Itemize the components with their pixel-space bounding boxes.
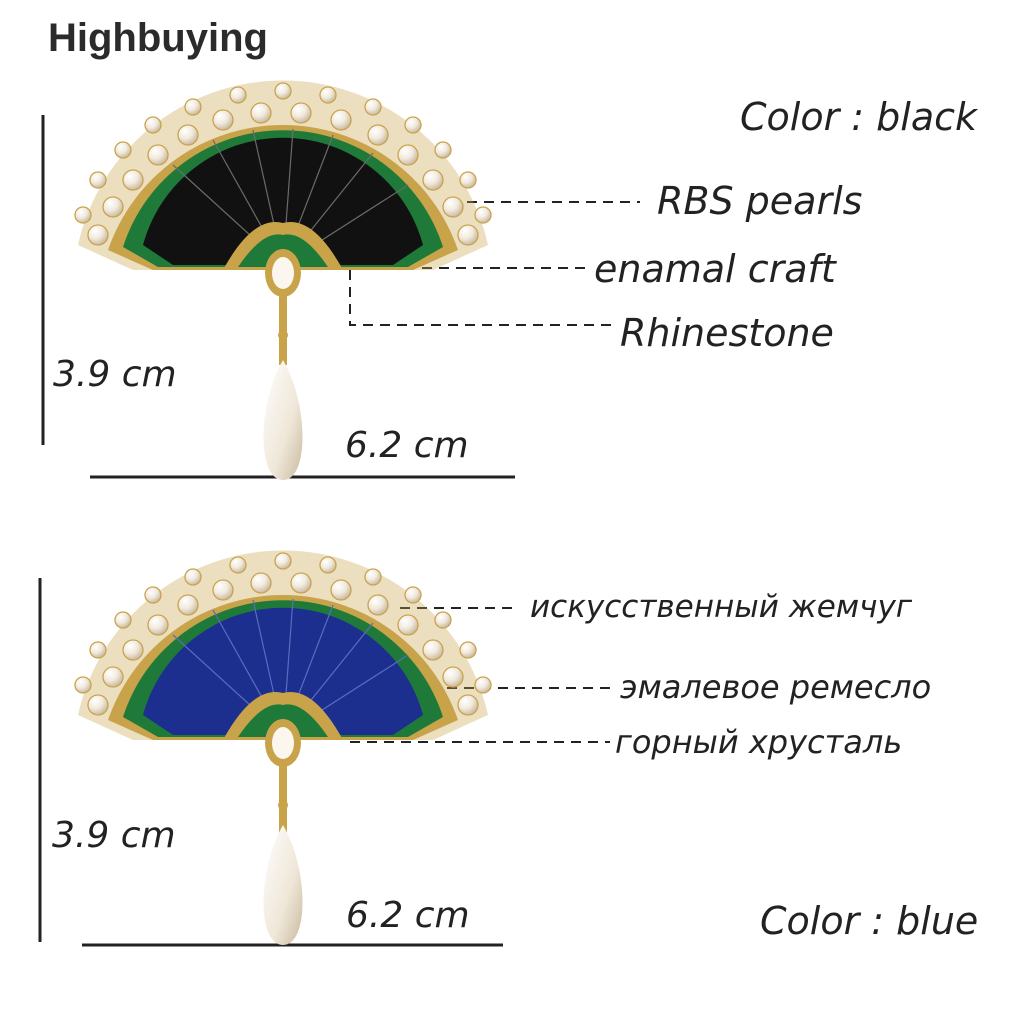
bottom-callout-enamel: эмалевое ремесло [620, 668, 932, 706]
watermark: Highbuying [48, 16, 268, 60]
top-callout-rhinestone: Rhinestone [620, 311, 834, 355]
bottom-callout-pearls: искусственный жемчуг [530, 589, 913, 625]
bottom-leader-lines [350, 607, 610, 743]
top-width-label: 6.2 cm [345, 425, 469, 466]
bottom-height-label: 3.9 cm [52, 815, 176, 856]
top-color-label: Color : black [740, 95, 978, 139]
brooch-blue [74, 550, 492, 945]
brooch-black [74, 80, 492, 480]
bottom-color-label: Color : blue [760, 899, 979, 943]
top-height-label: 3.9 cm [53, 354, 177, 395]
bottom-width-label: 6.2 cm [346, 895, 470, 936]
top-callout-pearls: RBS pearls [657, 179, 863, 223]
bottom-callout-rhinestone: горный хрусталь [615, 723, 903, 761]
bottom-dimension-lines [38, 578, 503, 947]
top-leader-lines [349, 201, 640, 326]
top-callout-enamel: enamal craft [594, 247, 836, 291]
top-dimension-lines [41, 115, 515, 479]
